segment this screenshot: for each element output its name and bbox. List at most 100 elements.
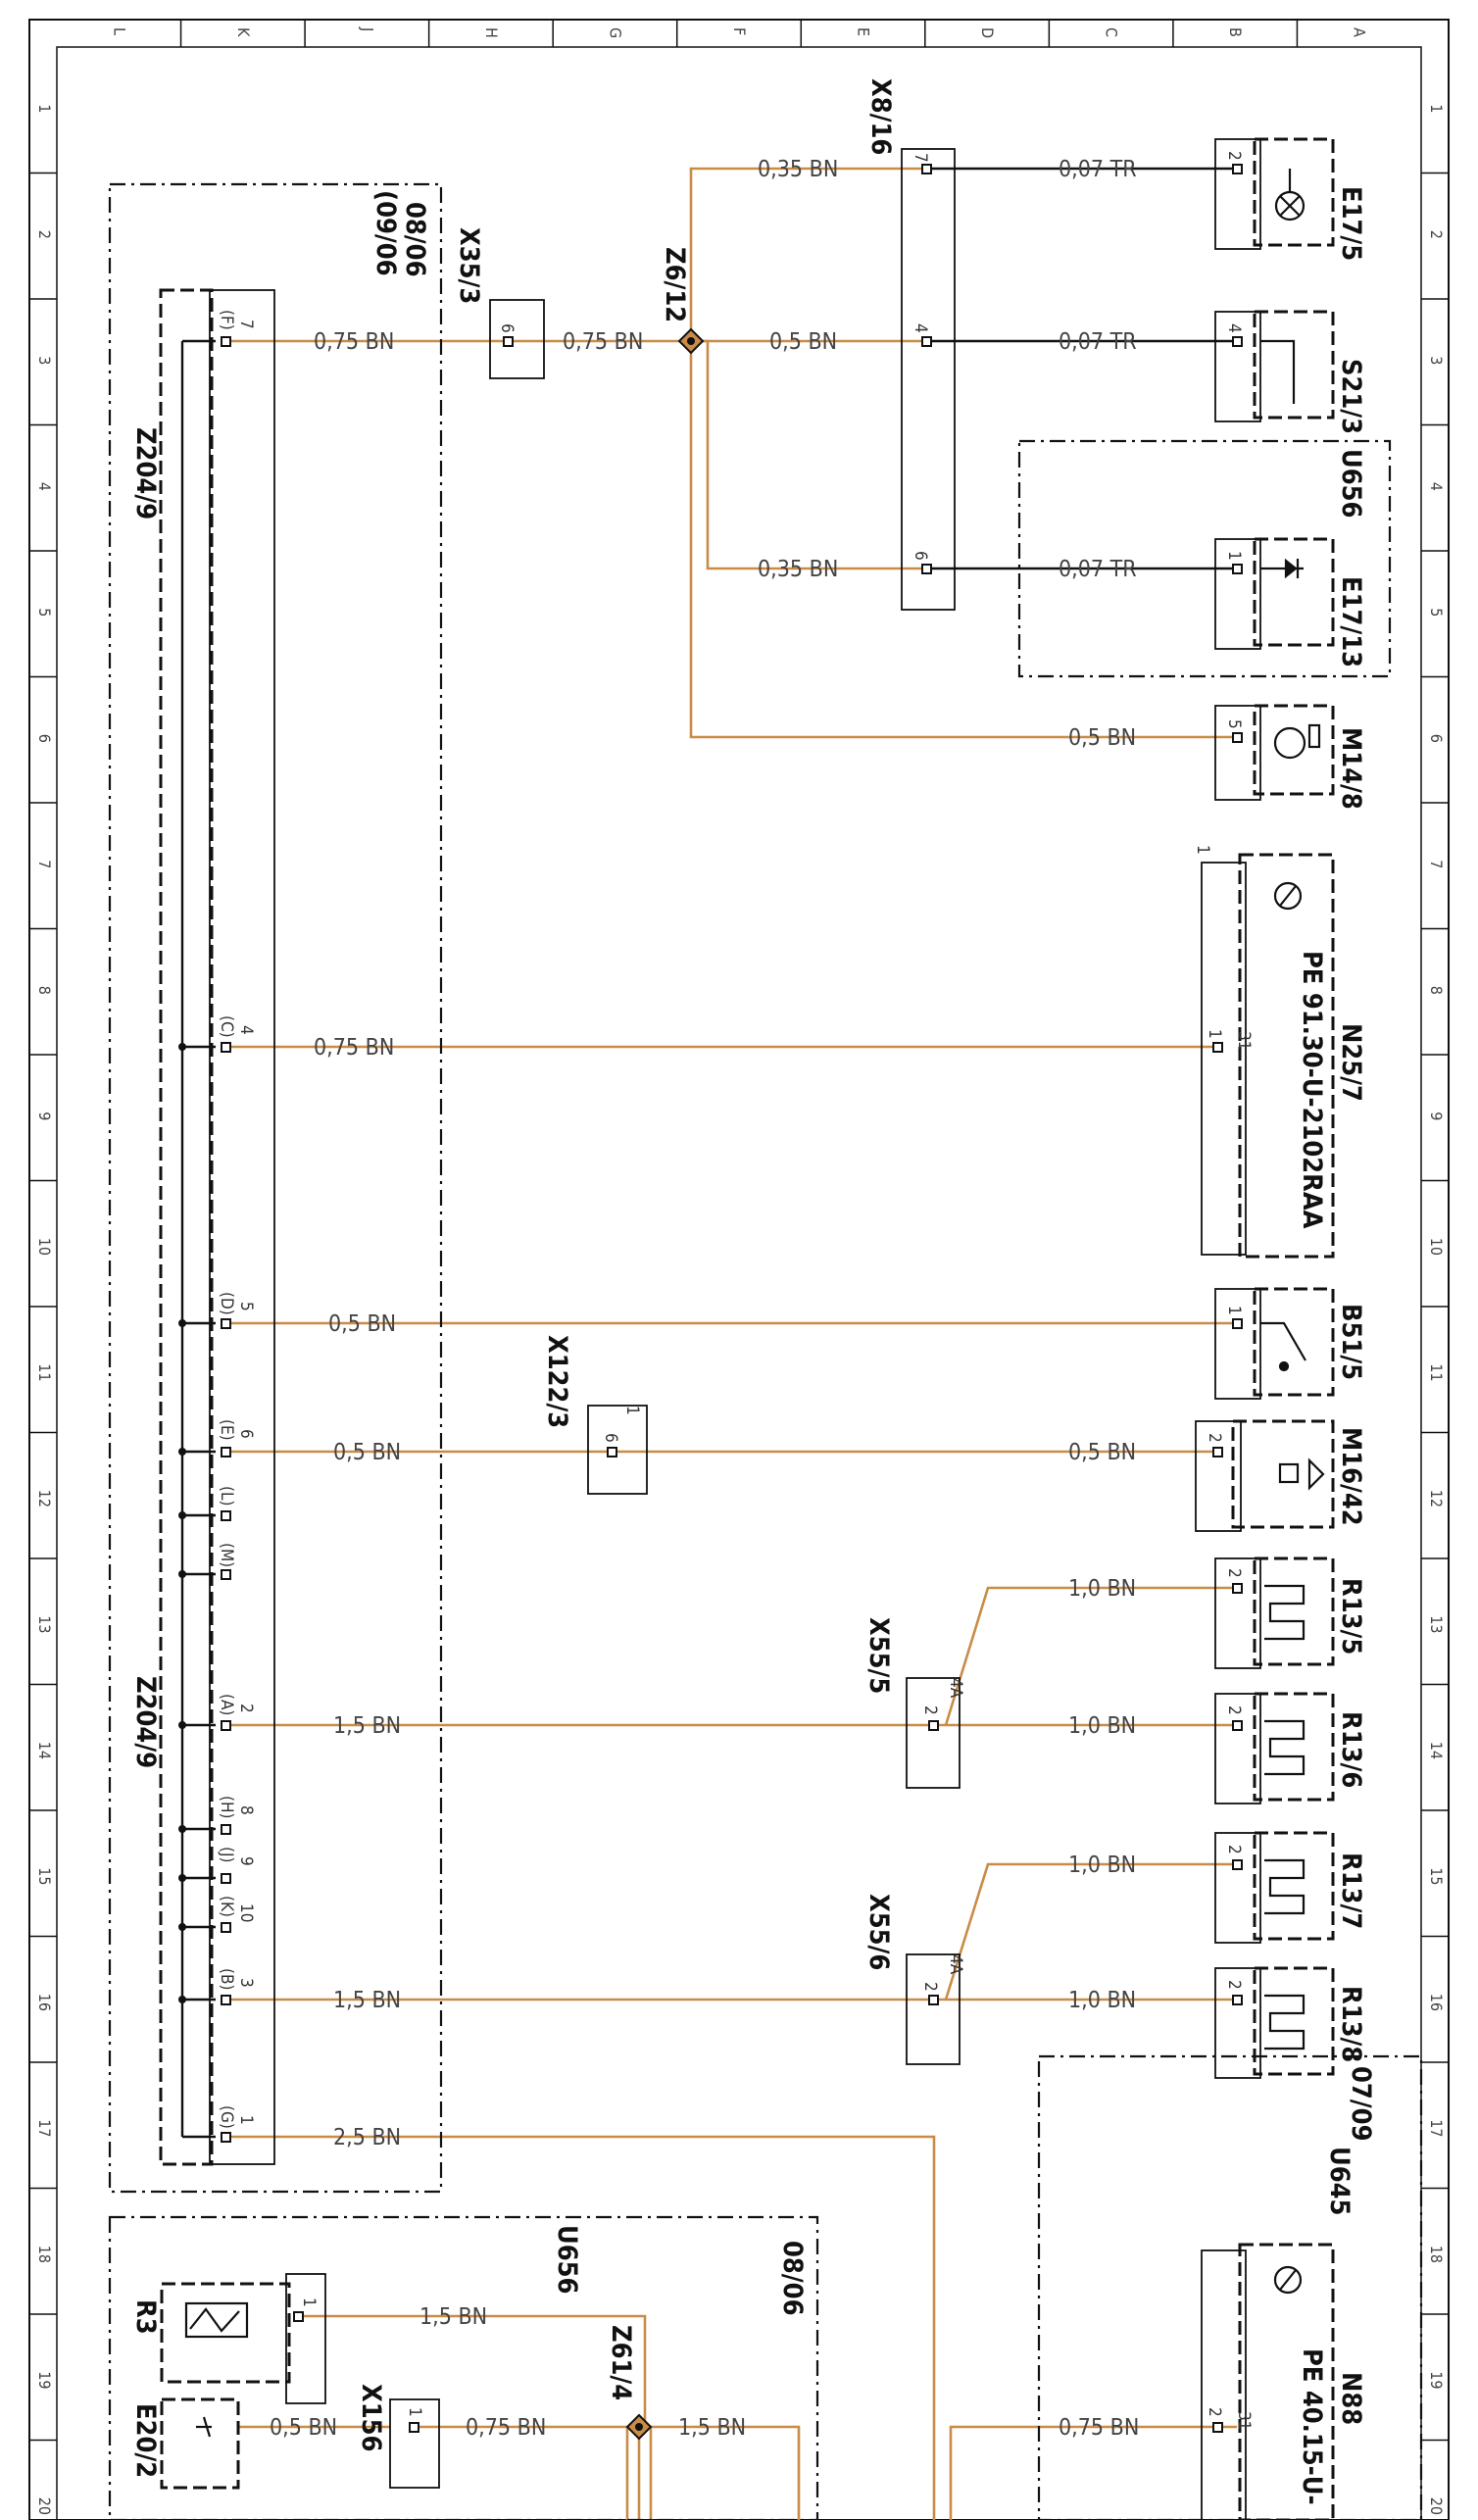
wire-x816-7 <box>689 167 926 341</box>
wire-label-25: 1,5 BN <box>678 2415 746 2441</box>
label-u656-b: U656 <box>552 2225 582 2294</box>
grid-row-number: 1 <box>1427 104 1446 113</box>
grid-row-number: 1 <box>35 104 54 113</box>
z2049-housing <box>209 289 275 2165</box>
wire-label-3: 0,75 BN <box>314 329 394 355</box>
pin-label: 3 <box>236 1978 256 1988</box>
box-bottom-u656 <box>108 2215 819 2520</box>
pin-label: 2 <box>1224 1705 1244 1715</box>
pin-label: 10 <box>236 1903 256 1922</box>
wire-label-23: 0,5 BN <box>270 2415 337 2441</box>
wire-label-16: 1,0 BN <box>1068 1713 1136 1739</box>
grid-row-number: 12 <box>35 1490 54 1507</box>
heater-icon <box>1264 1584 1306 1641</box>
wire-r3-z614 <box>304 2314 647 2427</box>
wire-labels: 0,35 BN 0,07 TR 0,75 BN 0,75 BN 0,5 BN 0… <box>270 157 1139 2441</box>
splice-z612 <box>677 327 705 355</box>
heater-icon <box>1264 1994 1306 2051</box>
pin-label: 1 <box>1193 845 1212 855</box>
grid-row-number: 13 <box>35 1615 54 1633</box>
pin-label: 9 <box>236 1856 256 1866</box>
grid-row-number: 15 <box>35 1867 54 1885</box>
lamp-icon <box>196 2416 212 2438</box>
wire-label-12: 0,5 BN <box>333 1440 401 1465</box>
component-labels: E17/5 S21/3 U656 E17/13 M14/8 N25/7 PE 9… <box>130 78 1376 2505</box>
box-u656 <box>1017 439 1392 678</box>
pin-label: 2 <box>236 1704 256 1713</box>
pin-label: 1 <box>405 2407 424 2417</box>
grid-row-number: 8 <box>1427 986 1446 995</box>
grid-row-number: 9 <box>1427 1112 1446 1120</box>
grid-row-number: 12 <box>1427 1490 1446 1507</box>
grid-column-letter: F <box>730 27 749 35</box>
pin-label: 2 <box>1205 2407 1224 2417</box>
grid-row-number: 7 <box>1427 860 1446 868</box>
label-x353: X35/3 <box>454 227 484 304</box>
n257-housing <box>1201 862 1247 1256</box>
pin-label: 1 <box>1224 551 1244 561</box>
component-outlines <box>159 137 1335 2520</box>
pin-label: 8 <box>236 1805 256 1815</box>
box-z2049-group <box>108 182 443 2194</box>
label-x556: X55/6 <box>863 1894 894 1970</box>
label-r138: R13/8 <box>1336 1986 1366 2062</box>
pin-label: 2 <box>1205 1433 1224 1443</box>
grid-row-number: 3 <box>1427 356 1446 365</box>
pin-label: 6 <box>601 1433 620 1443</box>
wire-label-6: 0,07 TR <box>1059 329 1137 355</box>
wire-x555-r135 <box>944 1586 1237 1726</box>
x1223-housing <box>587 1405 648 1495</box>
grid-row-number: 19 <box>1427 2371 1446 2389</box>
label-n88: N88 <box>1336 2372 1366 2425</box>
label-n257-pe: PE 91.30-U-2102RAA <box>1297 951 1327 1229</box>
label-u656-a: U656 <box>1336 449 1366 518</box>
label-x816: X8/16 <box>865 78 896 155</box>
pin-label: (K) <box>217 1896 236 1917</box>
wire-label-4: 0,75 BN <box>563 329 643 355</box>
wire-25bn <box>228 2135 936 2520</box>
grid-row-number: 2 <box>1427 230 1446 239</box>
x353-housing <box>489 299 545 379</box>
label-x1223: X122/3 <box>542 1335 572 1428</box>
sensor-icon <box>1273 881 1303 911</box>
pin-label: 31 <box>1234 1031 1254 1050</box>
grid-row-number: 14 <box>1427 1742 1446 1759</box>
black-wires <box>180 167 1237 2139</box>
pin-label: (A) <box>217 1694 236 1715</box>
pin-label: 2 <box>1224 151 1244 161</box>
grid-row-number: 17 <box>35 2119 54 2137</box>
wire-label-11: 0,5 BN <box>328 1311 396 1337</box>
label-z612: Z6/12 <box>660 247 690 322</box>
grid-column-letter: L <box>110 27 128 35</box>
pin-label: (D) <box>217 1292 236 1315</box>
sensor-icon <box>1273 2265 1303 2295</box>
label-z614: Z61/4 <box>606 2325 636 2400</box>
grid-row-number: 13 <box>1427 1615 1446 1633</box>
pin-label: 2 <box>1224 1568 1244 1578</box>
grid-row-number: 9 <box>35 1112 54 1120</box>
bus-junctions <box>178 1043 186 2003</box>
grid-row-number: 4 <box>1427 482 1446 491</box>
motor-icon <box>1273 723 1321 760</box>
pin-label: (L) <box>217 1486 236 1506</box>
label-r135: R13/5 <box>1336 1578 1366 1655</box>
label-e175: E17/5 <box>1336 186 1366 261</box>
component-boxes <box>108 182 1423 2520</box>
grid-column-letter: G <box>606 27 624 38</box>
wire-label-24: 0,75 BN <box>466 2415 546 2441</box>
pin-label: 5 <box>236 1302 256 1311</box>
wire-label-19: 1,0 BN <box>1068 1988 1136 2013</box>
grid-row-number: 2 <box>35 230 54 239</box>
relay-icon <box>1260 1321 1306 1372</box>
grid-row-number: 15 <box>1427 1867 1446 1885</box>
wire-label-17: 1,0 BN <box>1068 1853 1136 1878</box>
grid-column-letter: D <box>978 27 997 38</box>
label-date-0806-a: 08/06 <box>400 202 430 276</box>
x555-housing <box>906 1677 961 1789</box>
grid-row-number: 4 <box>35 482 54 491</box>
grid-column-letter: C <box>1103 27 1121 37</box>
grid-row-number: 16 <box>35 1994 54 2011</box>
label-e202: E20/2 <box>130 2403 161 2478</box>
pin-labels: 7 4 6 2 4 1 5 6 (F) 7 (C) 4 (D) 5 (E) 6 … <box>217 151 1254 2430</box>
